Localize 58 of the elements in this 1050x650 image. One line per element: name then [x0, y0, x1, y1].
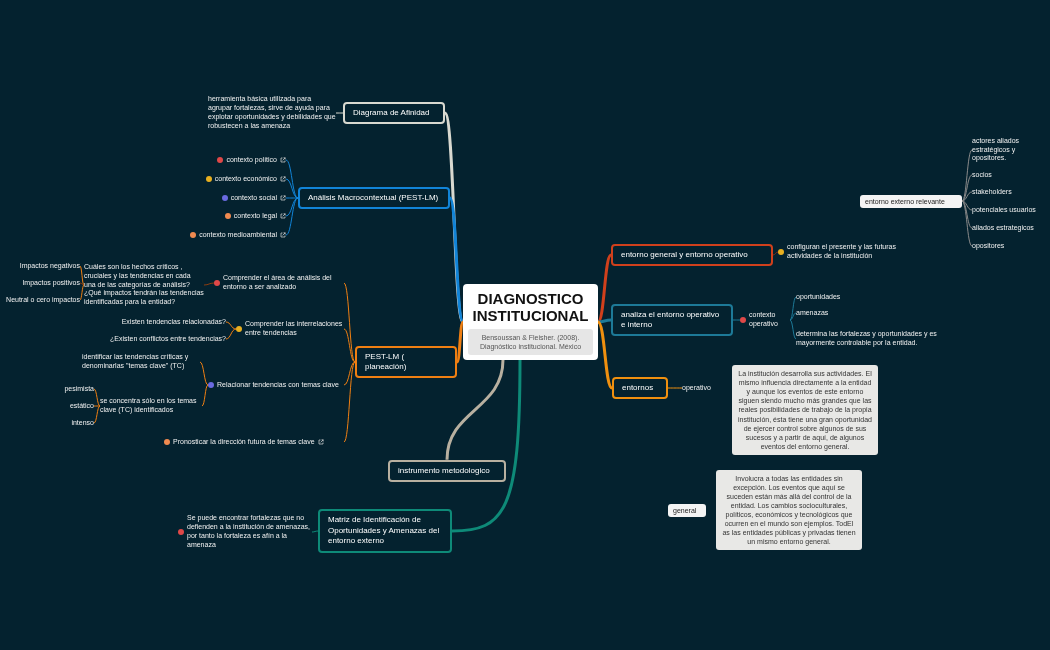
topic-box — [611, 303, 733, 337]
branch-line — [201, 384, 209, 407]
topic-label: Matriz de Identificación de Oportunidades y Amenazas del entorno externo — [328, 515, 441, 547]
branch-line — [79, 282, 85, 286]
topic-box — [318, 509, 452, 553]
branch-line — [285, 159, 299, 199]
branch-line — [93, 405, 101, 407]
branch-line — [451, 359, 522, 533]
label-box — [668, 503, 706, 517]
topic-box — [343, 101, 445, 125]
branch-line — [596, 321, 614, 389]
branch-line — [225, 328, 237, 340]
branch-line — [79, 284, 85, 301]
branch-line — [445, 359, 505, 460]
topic-box — [388, 459, 506, 483]
topic-box — [611, 243, 773, 267]
branch-line — [311, 530, 319, 533]
central-topic-title: DIAGNOSTICO INSTITUCIONAL — [471, 290, 590, 325]
branch-line — [789, 296, 797, 321]
branch-line — [285, 197, 299, 236]
branch-line — [596, 254, 613, 323]
branch-line — [343, 361, 356, 386]
branch-line — [732, 319, 741, 321]
branch-line — [285, 178, 299, 199]
branch-line — [79, 265, 85, 286]
topic-box — [298, 186, 450, 210]
branch-line — [667, 387, 683, 389]
topic-label: analiza el entorno operativo e interno — [621, 309, 721, 331]
branch-line — [789, 312, 797, 321]
branch-line — [199, 361, 209, 386]
branch-line — [772, 251, 779, 256]
branch-line — [343, 328, 356, 363]
topic-label: entornos — [622, 382, 654, 394]
branch-line — [961, 200, 973, 247]
topic-label: entorno general y entorno operativo — [621, 249, 748, 261]
branch-line — [93, 405, 101, 424]
topic-label: Análisis Macrocontextual (PEST-LM) — [308, 192, 439, 204]
topic-label: PEST-LM ( planeación) — [365, 351, 408, 373]
branch-line — [961, 200, 973, 229]
branch-line — [335, 112, 344, 114]
branch-line — [93, 388, 101, 407]
branch-line — [961, 200, 973, 211]
branch-line — [343, 361, 356, 443]
branch-line — [961, 191, 973, 202]
branch-line — [343, 282, 356, 363]
topic-box — [612, 376, 668, 400]
branch-line — [285, 197, 299, 199]
branch-line — [455, 321, 465, 363]
branch-line — [789, 319, 797, 340]
topic-label: instrumento metodologico — [398, 465, 490, 477]
central-topic-box — [463, 284, 598, 360]
branch-line — [225, 321, 237, 330]
branch-line — [448, 197, 465, 323]
branch-line — [961, 174, 973, 202]
topic-label: Diagrama de Afinidad — [353, 107, 430, 119]
topic-box — [355, 345, 457, 379]
branch-line — [203, 282, 215, 286]
label-box — [860, 194, 962, 208]
